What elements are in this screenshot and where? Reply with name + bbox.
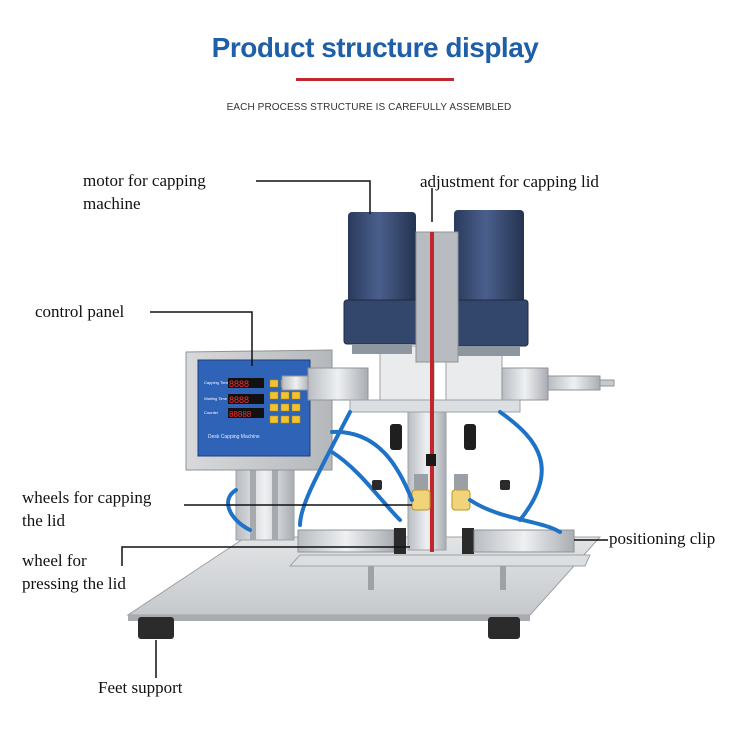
right-motor — [449, 210, 529, 356]
svg-text:8888: 8888 — [229, 379, 249, 389]
page-subtitle: EACH PROCESS STRUCTURE IS CAREFULLY ASSE… — [226, 102, 512, 113]
leader-motor — [256, 180, 371, 214]
svg-text:8888: 8888 — [229, 395, 249, 405]
label-control-panel: control panel — [35, 302, 125, 321]
air-hoses — [226, 410, 562, 534]
label-pressing: wheel for pressing the lid — [22, 551, 126, 593]
svg-text:Capping Time: Capping Time — [204, 380, 229, 385]
label-motor: motor for capping machine — [83, 171, 206, 213]
hose-fittings — [372, 480, 510, 490]
label-positioning: positioning clip — [609, 529, 716, 548]
capping-wheels — [411, 474, 471, 511]
label-wheels: wheels for capping the lid — [22, 488, 152, 530]
svg-text:Desk Capping Machine: Desk Capping Machine — [208, 434, 260, 440]
left-motor — [343, 212, 421, 354]
label-adjustment: adjustment for capping lid — [420, 172, 599, 191]
page-title: Product structure display — [211, 32, 539, 63]
center-frame — [415, 231, 459, 552]
title-underline — [296, 78, 454, 81]
svg-text:88888: 88888 — [229, 410, 252, 419]
handles — [390, 424, 476, 450]
working-plate — [288, 554, 591, 590]
svg-text:Waiting Time: Waiting Time — [204, 396, 228, 401]
leader-control-panel — [150, 311, 253, 366]
label-feet: Feet support — [98, 678, 183, 697]
feet — [138, 617, 520, 639]
svg-text:Counter: Counter — [204, 410, 219, 415]
leader-pressing — [121, 546, 410, 566]
